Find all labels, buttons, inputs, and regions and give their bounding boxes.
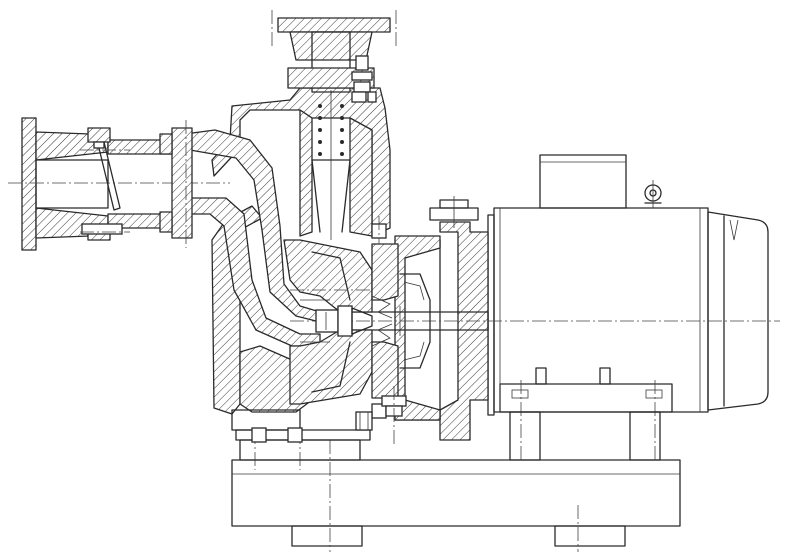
lifting-eye (644, 180, 662, 208)
drain-plug (355, 411, 373, 431)
outlet-flange (271, 10, 397, 93)
diffuser-column (299, 90, 373, 240)
perforated-plate (318, 104, 344, 156)
motor-support (499, 367, 673, 462)
base-plate (231, 430, 681, 552)
casing-inlet-flange (159, 120, 193, 248)
terminal-box (539, 154, 627, 209)
impeller (283, 239, 400, 405)
mechanical-seal (371, 243, 431, 399)
bearing-bracket (394, 196, 489, 441)
casing-plugs (351, 91, 377, 103)
impeller-hub (315, 305, 373, 337)
check-valve (80, 127, 130, 241)
bracket-bolts (371, 216, 407, 446)
